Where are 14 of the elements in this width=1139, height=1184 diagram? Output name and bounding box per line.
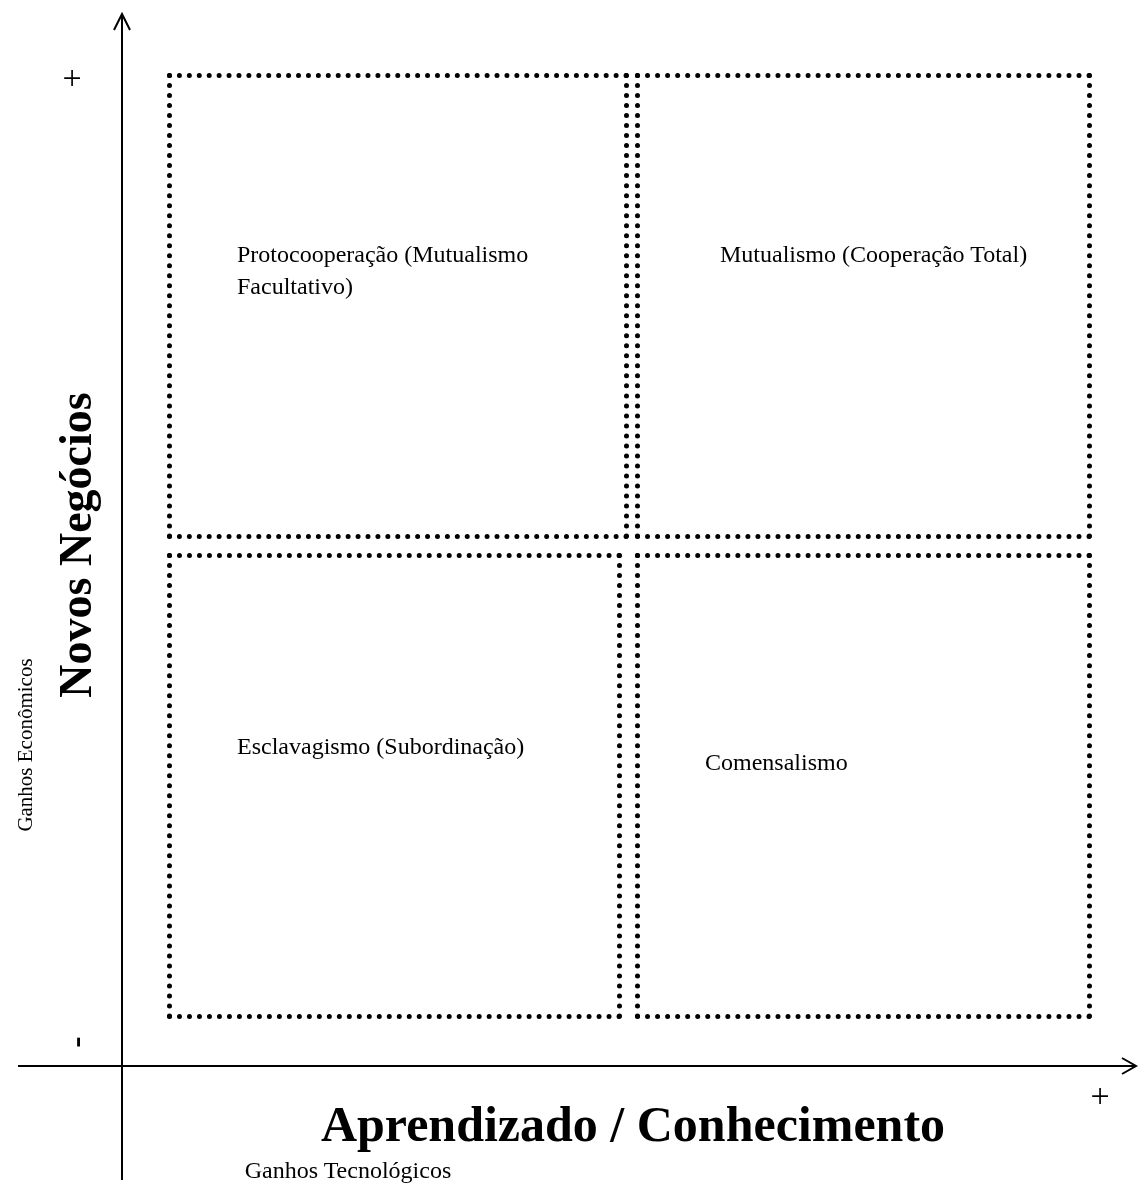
quadrant-label: Protocooperação (Mutualismo Facultativo): [237, 240, 530, 301]
quadrant-label: Comensalismo: [705, 748, 849, 777]
quadrant-label: Esclavagismo (Subordinação): [237, 732, 526, 761]
quadrant-box: [635, 553, 1092, 1019]
quadrant-box: [167, 73, 629, 539]
axis-title: Novos Negócios: [53, 392, 99, 698]
quadrant-box: [167, 553, 622, 1019]
axis-subtitle: Ganhos Tecnológicos: [244, 1158, 452, 1182]
axis-end-sign: +: [62, 61, 82, 95]
axis-end-sign: -: [59, 1036, 93, 1048]
quadrant-label: Mutualismo (Cooperação Total): [720, 240, 1029, 269]
axis-subtitle: Ganhos Econômicos: [14, 658, 36, 832]
axis-end-sign: +: [1090, 1079, 1110, 1113]
quadrant-box: [635, 73, 1092, 539]
